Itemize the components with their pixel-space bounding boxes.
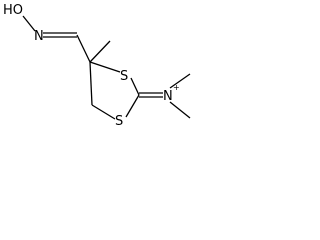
atom-sulfur-top: S bbox=[120, 69, 128, 84]
atom-sulfur-bottom: S bbox=[115, 114, 123, 129]
bond-ch2-s-bottom bbox=[91, 104, 116, 120]
bond-cq-s-top bbox=[89, 61, 121, 73]
iminium-charge: + bbox=[173, 83, 180, 92]
chemical-structure-diagram: HO N S S N + bbox=[3, 3, 191, 129]
bond-n-methyl-top bbox=[169, 73, 191, 89]
bond-s-top-c2 bbox=[130, 77, 140, 96]
atom-iminium-nitrogen: N bbox=[163, 89, 173, 104]
bonds bbox=[22, 15, 191, 120]
bond-s-bottom-c2 bbox=[125, 94, 140, 118]
atom-oxime-nitrogen: N bbox=[34, 29, 44, 44]
atom-hydroxyl: HO bbox=[3, 3, 23, 18]
bond-cq-methyl bbox=[89, 40, 111, 63]
bond-o-n bbox=[22, 15, 36, 32]
bond-n-methyl-bottom bbox=[169, 101, 191, 119]
atom-labels: HO N S S N + bbox=[3, 3, 180, 129]
bond-cq-ch2 bbox=[89, 61, 93, 106]
bond-ch-cq bbox=[76, 34, 91, 63]
